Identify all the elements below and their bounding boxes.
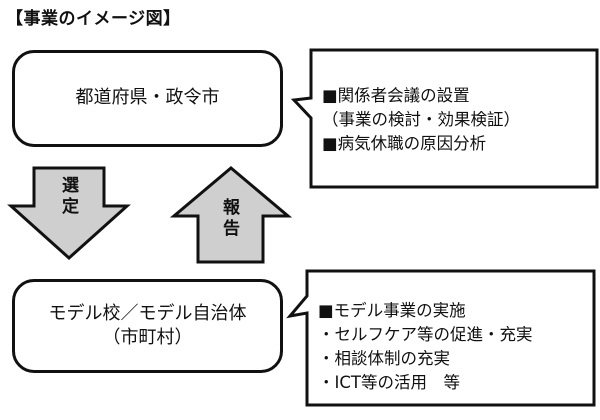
model-school-label: モデル校／モデル自治体 bbox=[48, 302, 247, 324]
municipality-label: （市町村） bbox=[102, 327, 193, 348]
note-line: ・相談体制の充実 bbox=[318, 349, 450, 368]
note-line: ■モデル事業の実施 bbox=[318, 301, 466, 320]
report-label: 報告 bbox=[219, 198, 239, 240]
top-callout-text: ■関係者会議の設置 （事業の検討・効果検証） ■病気休職の原因分析 bbox=[322, 84, 520, 156]
note-line: （事業の検討・効果検証） bbox=[322, 110, 520, 129]
note-line: ・ICT等の活用 等 bbox=[318, 373, 460, 392]
selection-label: 選定 bbox=[58, 176, 78, 218]
note-line: ・セルフケア等の促進・充実 bbox=[318, 325, 533, 344]
note-line: ■関係者会議の設置 bbox=[322, 86, 470, 105]
diagram-title: 【事業のイメージ図】 bbox=[6, 9, 181, 29]
prefecture-label: 都道府県・政令市 bbox=[75, 87, 220, 109]
prefecture-box: 都道府県・政令市 bbox=[12, 50, 283, 147]
bottom-callout-text: ■モデル事業の実施 ・セルフケア等の促進・充実 ・相談体制の充実 ・ICT等の活… bbox=[318, 299, 533, 395]
note-line: ■病気休職の原因分析 bbox=[322, 134, 487, 153]
model-school-box: モデル校／モデル自治体 （市町村） bbox=[12, 279, 283, 373]
